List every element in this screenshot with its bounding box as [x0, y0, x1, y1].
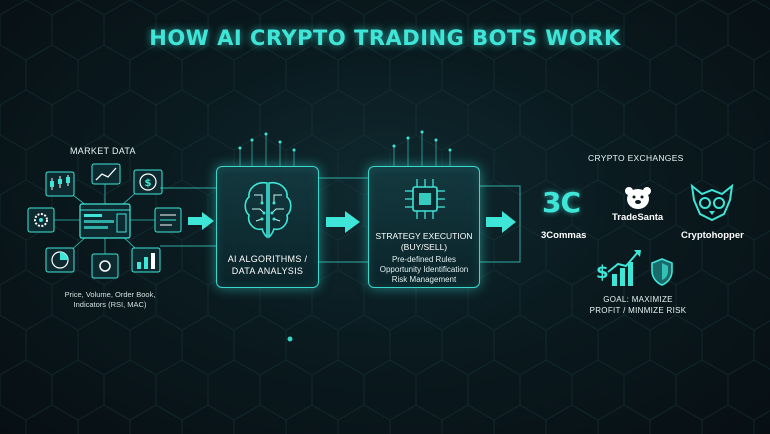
rising-dollar-chart-icon: $	[596, 250, 641, 286]
3commas-logo: 3C	[542, 186, 581, 219]
bear-logo-icon	[625, 187, 651, 209]
exchange-name-tradesanta: TradeSanta	[612, 212, 664, 223]
ai-box-line: DATA ANALYSIS	[231, 266, 304, 276]
candlestick-chart-icon	[45, 171, 75, 197]
owl-logo-icon	[690, 183, 734, 222]
strategy-heading-line: (BUY/SELL)	[400, 242, 448, 252]
arrow-strategy-to-exchanges	[486, 211, 516, 233]
dollar-coin-icon: $	[133, 169, 163, 195]
strategy-items: Pre-defined Rules Opportunity Identifica…	[369, 255, 479, 285]
exchange-name-3commas: 3Commas	[541, 230, 587, 241]
line-chart-icon	[91, 163, 121, 185]
goal-line: PROFIT / MINMIZE RISK	[589, 306, 687, 315]
strategy-execution-box: STRATEGY EXECUTION (BUY/SELL) Pre-define…	[368, 166, 480, 288]
market-data-title: MARKET DATA	[70, 146, 136, 156]
goal-text: GOAL: MAXIMIZE PROFIT / MINMIZE RISK	[580, 294, 696, 316]
shield-check-icon	[651, 258, 673, 286]
market-data-caption: Price, Volume, Order Book, Indicators (R…	[50, 290, 170, 310]
market-caption-line: Indicators (RSI, MAC)	[73, 300, 147, 309]
pie-chart-icon	[45, 247, 75, 273]
dashboard-window-icon	[79, 203, 131, 239]
strategy-heading-line: STRATEGY EXECUTION	[375, 231, 473, 241]
svg-text:$: $	[145, 178, 152, 189]
bar-chart-icon	[131, 247, 161, 273]
market-caption-line: Price, Volume, Order Book,	[64, 290, 156, 299]
strategy-item: Pre-defined Rules	[391, 255, 457, 264]
goal-line: GOAL: MAXIMIZE	[603, 295, 673, 304]
arrow-ai-to-strategy	[326, 211, 360, 233]
page-title: HOW AI CRYPTO TRADING BOTS WORK	[149, 26, 621, 50]
brain-circuit-icon	[244, 181, 292, 239]
strategy-item: Risk Management	[391, 275, 457, 284]
arrow-market-to-ai	[188, 212, 214, 230]
ai-algorithms-box: AI ALGORITHMS / DATA ANALYSIS	[216, 166, 319, 288]
ai-box-label: AI ALGORITHMS / DATA ANALYSIS	[217, 253, 318, 277]
svg-text:$: $	[596, 262, 609, 283]
ai-box-line: AI ALGORITHMS /	[227, 254, 308, 264]
settings-gear-icon	[27, 207, 55, 233]
microchip-icon	[405, 179, 445, 219]
market-data-cluster: $	[27, 163, 182, 279]
gear-box-icon	[91, 253, 119, 279]
exchange-name-cryptohopper: Cryptohopper	[681, 230, 744, 241]
exchanges-title: CRYPTO EXCHANGES	[588, 153, 684, 163]
order-book-icon	[154, 207, 182, 233]
strategy-item: Opportunity Identification	[379, 265, 469, 274]
strategy-heading: STRATEGY EXECUTION (BUY/SELL)	[369, 231, 479, 253]
